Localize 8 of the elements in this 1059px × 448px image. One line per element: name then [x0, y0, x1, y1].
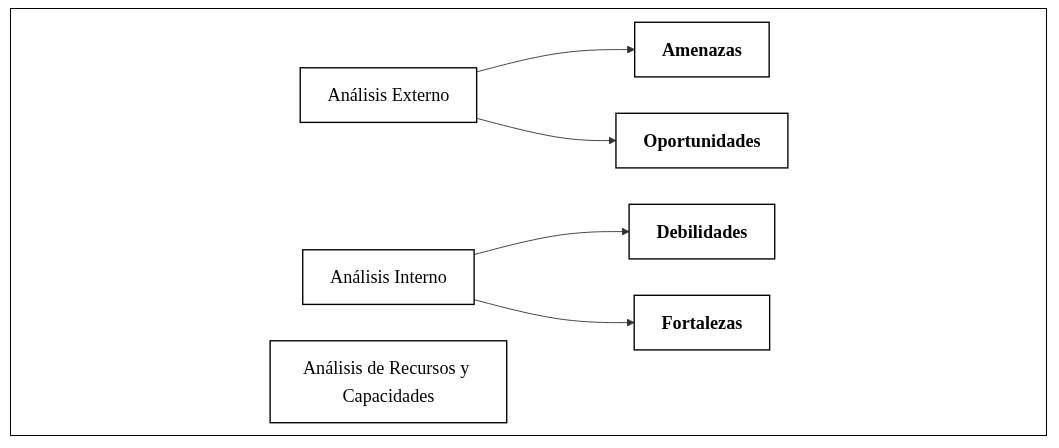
node-box [633, 294, 770, 351]
node-box [614, 112, 789, 169]
diagram-frame: Análisis Externo Amenazas Oportunidades Análisis Interno Debilidades Fortalezas Análisis de Recursos y Capacidades [10, 8, 1047, 436]
node-box [301, 248, 475, 305]
node-box [627, 203, 775, 260]
node-box [268, 339, 507, 423]
node-box [299, 66, 477, 123]
node-box [633, 21, 770, 78]
